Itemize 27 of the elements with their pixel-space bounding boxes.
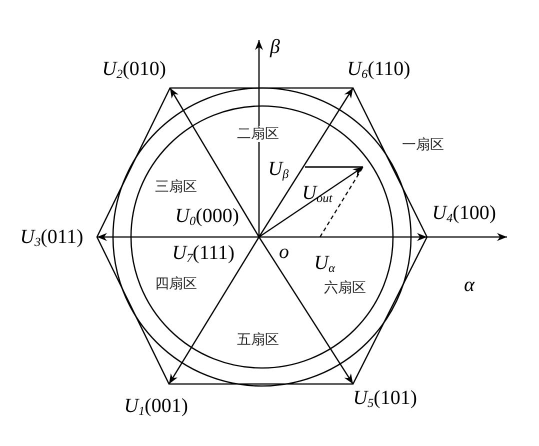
arrow xyxy=(169,88,260,238)
vector-label: U$_{0}$(000) xyxy=(175,205,239,230)
vector-label: U$_{1}$(001) xyxy=(124,394,188,420)
axis-label: α xyxy=(464,274,474,296)
arrow xyxy=(258,166,364,238)
sector-label: 五扇区 xyxy=(237,332,279,348)
sector-label: 三扇区 xyxy=(155,179,197,195)
arrow xyxy=(258,88,354,238)
vector-label: U$_{6}$(110) xyxy=(347,58,410,84)
vector-label: U$_{7}$(111) xyxy=(172,242,234,268)
vector-label: U$_{α}$ xyxy=(314,252,335,278)
sector-label: 二扇区 xyxy=(237,126,279,142)
arrow xyxy=(258,236,354,384)
vector-label: U$_{2}$(010) xyxy=(102,58,166,84)
vector-label: U$_{β}$ xyxy=(268,158,289,184)
edge-label: U$_{out}$ xyxy=(302,182,332,208)
sector-label: 一扇区 xyxy=(402,137,444,153)
arrow xyxy=(97,233,259,241)
arrow xyxy=(259,233,427,241)
arrow xyxy=(168,236,260,384)
vector-label: U$_{5}$(101) xyxy=(353,386,417,412)
vector-label: o xyxy=(279,241,289,263)
vector-label: U$_{3}$(011) xyxy=(20,226,84,252)
sector-label: 四扇区 xyxy=(155,276,197,292)
vector-label: U$_{4}$(100) xyxy=(432,202,496,228)
axis-label: β xyxy=(270,36,280,58)
sector-label: 六扇区 xyxy=(324,280,366,296)
